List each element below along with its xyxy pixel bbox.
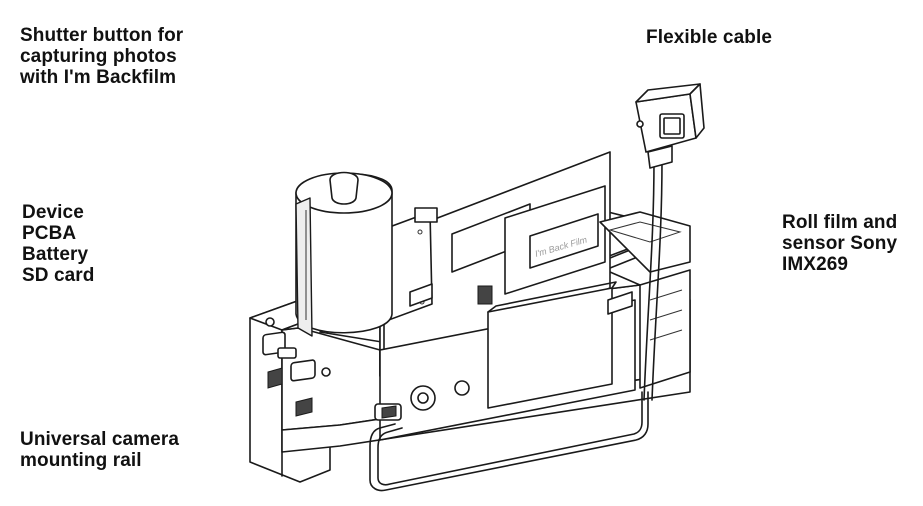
shutter-label-line-2: capturing photos xyxy=(20,46,177,67)
rail-label-line-2: mounting rail xyxy=(20,450,142,471)
shutter-cylinder xyxy=(295,171,393,337)
shutter-label-line-3: with I'm Backfilm xyxy=(20,67,177,88)
mounting-rail-label: Universal camera mounting rail xyxy=(20,429,179,471)
device-label-line-3: Battery xyxy=(22,244,89,265)
roll-label-line-2: sensor Sony xyxy=(782,233,898,254)
side-connector xyxy=(607,291,633,315)
cable-label-line-1: Flexible cable xyxy=(646,27,773,48)
rail-label-line-1: Universal camera xyxy=(20,429,179,450)
device-label-line-4: SD card xyxy=(22,265,95,286)
device-label-line-2: PCBA xyxy=(22,223,77,244)
device-label-line-1: Device xyxy=(22,202,84,223)
roll-film-sensor-label: Roll film and sensor Sony IMX269 xyxy=(782,212,897,275)
shutter-button-label: Shutter button for capturing photos with… xyxy=(20,25,183,88)
roll-film-holder: I'm Back Film xyxy=(504,185,691,295)
mounting-rail xyxy=(369,391,649,492)
roll-label-line-1: Roll film and xyxy=(782,212,898,233)
front-plate xyxy=(374,281,636,441)
flexible-cable xyxy=(635,83,705,401)
shutter-label-line-1: Shutter button for xyxy=(20,25,184,46)
device-components-label: Device PCBA Battery SD card xyxy=(22,202,95,286)
flexible-cable-label: Flexible cable xyxy=(646,27,772,48)
roll-label-line-3: IMX269 xyxy=(782,254,849,275)
